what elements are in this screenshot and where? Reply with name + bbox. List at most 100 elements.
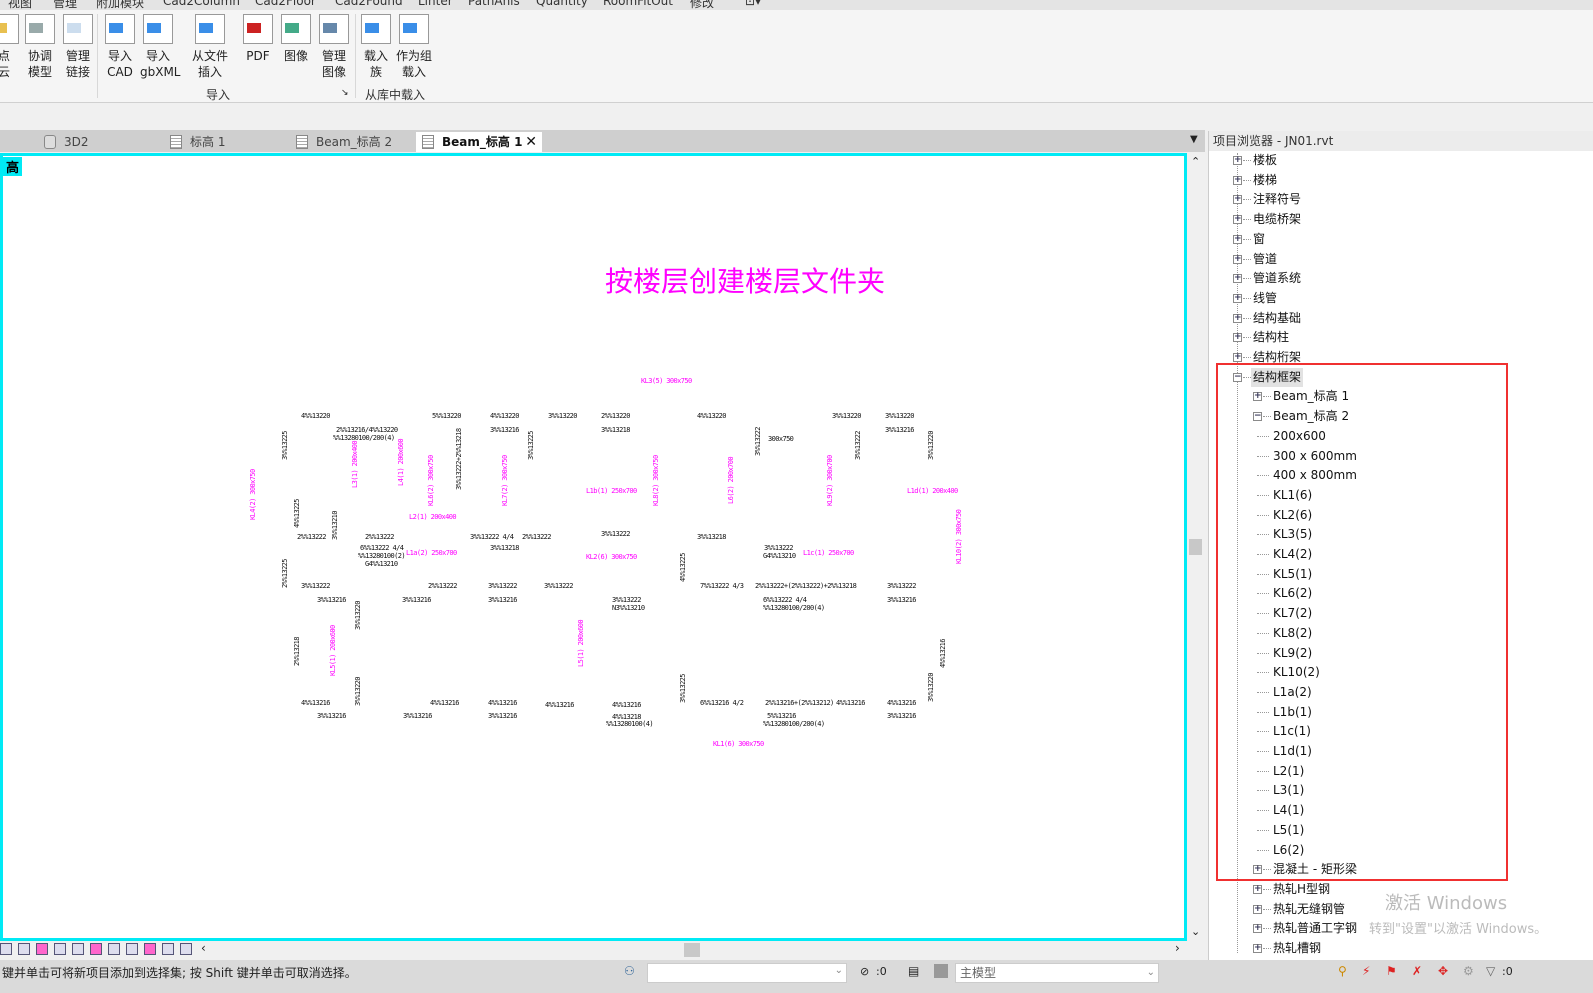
tree-item[interactable]: L1a(2) (1209, 683, 1589, 702)
menu-item[interactable]: Cad2Floor (255, 0, 316, 8)
rebar-annotation[interactable]: 3%%13220 (832, 412, 862, 420)
tree-item[interactable]: +热轧普通工字钢 (1209, 919, 1589, 938)
beam-tag[interactable]: L5(1) 200x600 (577, 620, 585, 667)
rebar-annotation[interactable]: 6%%13222 4/4 (360, 544, 404, 552)
menu-item[interactable]: Cad2Found (335, 0, 403, 8)
expand-icon[interactable]: + (1253, 923, 1262, 934)
tree-item[interactable]: L1b(1) (1209, 703, 1589, 722)
rebar-annotation[interactable]: 4%%13216 (939, 639, 947, 668)
rebar-annotation[interactable]: 3%%13216 (403, 712, 433, 720)
rebar-annotation[interactable]: 6%%13222 4/4 (763, 596, 807, 604)
rebar-annotation[interactable]: 3%%13222 (754, 427, 762, 456)
menu-item[interactable]: 视图 (8, 0, 33, 10)
rebar-annotation[interactable]: 3%%13220 (354, 677, 362, 706)
expand-icon[interactable]: + (1253, 943, 1262, 953)
rebar-annotation[interactable]: 2%%13216+(2%%13212) (765, 699, 834, 707)
beam-tag[interactable]: KL10(2) 300x750 (955, 509, 963, 564)
design-options-icon[interactable]: ▤ (908, 964, 920, 978)
tab-dropdown-icon[interactable]: ▼ (1190, 134, 1198, 145)
tree-item[interactable]: L1c(1) (1209, 722, 1589, 741)
expand-icon[interactable]: + (1233, 214, 1242, 225)
rebar-annotation[interactable]: 4%%13216 (836, 699, 866, 707)
tree-item[interactable]: L5(1) (1209, 821, 1589, 840)
rebar-annotation[interactable]: 3%%13216 (488, 596, 518, 604)
rebar-annotation[interactable]: 4%%13220 (490, 412, 520, 420)
scroll-up-icon[interactable]: ⌃ (1191, 155, 1201, 168)
scroll-down-icon[interactable]: ⌄ (1191, 925, 1201, 938)
ribbon-button-load-as-group[interactable]: 作为组载入 (396, 14, 432, 80)
exclude-options-icon[interactable] (934, 964, 948, 978)
rebar-annotation[interactable]: 4%%13220 (697, 412, 727, 420)
expand-icon[interactable]: + (1233, 352, 1242, 362)
rebar-annotation[interactable]: 3%%13222 (854, 431, 862, 460)
tab-3d2[interactable]: 3D2 (38, 132, 158, 152)
rebar-annotation[interactable]: 3%%13220 (927, 431, 935, 460)
tree-item[interactable]: 200x600 (1209, 427, 1589, 446)
beam-tag[interactable]: L1c(1) 250x700 (803, 549, 854, 557)
tab-beam-level-2[interactable]: Beam_标高 2 (290, 132, 414, 152)
rebar-annotation[interactable]: 3%%13225 (281, 431, 289, 460)
rebar-annotation[interactable]: 3%%13218 (490, 544, 520, 552)
tree-item[interactable]: L1d(1) (1209, 742, 1589, 761)
beam-tag[interactable]: KL4(2) 300x750 (249, 469, 257, 520)
tree-item[interactable]: +注释符号 (1209, 190, 1589, 209)
rebar-annotation[interactable]: N3%%13210 (612, 604, 645, 612)
rebar-annotation[interactable]: 2%%13216/4%%13220 (336, 426, 398, 434)
expand-icon[interactable]: + (1233, 312, 1242, 323)
scroll-right-icon[interactable]: › (1175, 941, 1180, 955)
beam-tag[interactable]: L1a(2) 250x700 (406, 549, 457, 557)
ribbon-button-load-family[interactable]: 载入族 (358, 14, 394, 80)
rebar-annotation[interactable]: 3%%13216 (317, 712, 347, 720)
ribbon-button-coordination-model[interactable]: 协调模型 (22, 14, 58, 80)
tree-item[interactable]: KL1(6) (1209, 486, 1589, 505)
beam-tag[interactable]: KL9(2) 300x700 (826, 455, 834, 506)
highlight-displacement-icon[interactable] (180, 943, 192, 955)
tree-item[interactable]: +热轧无缝钢管 (1209, 900, 1589, 919)
expand-icon[interactable]: + (1233, 233, 1242, 244)
tree-item[interactable]: 400 x 800mm (1209, 466, 1589, 485)
shadows-icon[interactable] (72, 943, 84, 955)
expand-icon[interactable]: + (1233, 253, 1242, 264)
beam-tag[interactable]: L4(1) 200x600 (397, 439, 405, 486)
beam-tag[interactable]: KL3(5) 300x750 (641, 377, 692, 385)
rebar-annotation[interactable]: 3%%13216 (488, 712, 518, 720)
menu-item[interactable]: Linter (418, 0, 453, 8)
tree-item[interactable]: +结构基础 (1209, 309, 1589, 328)
beam-tag[interactable]: KL6(2) 300x750 (427, 455, 435, 506)
tree-item[interactable]: +电缆桥架 (1209, 210, 1589, 229)
rebar-annotation[interactable]: 4%%13218 (612, 713, 642, 721)
rebar-annotation[interactable]: %%13280100/200(4) (763, 604, 825, 612)
beam-tag[interactable]: L6(2) 200x700 (727, 457, 735, 504)
rebar-annotation[interactable]: 2%%13225 (281, 559, 289, 588)
rebar-annotation[interactable]: 3%%13222 (544, 582, 574, 590)
select-underlay-icon[interactable]: ⚡ (1362, 964, 1371, 978)
rebar-annotation[interactable]: 300x750 (768, 435, 794, 443)
tab-beam-level-1[interactable]: Beam_标高 1✕ (416, 132, 542, 152)
rebar-annotation[interactable]: 5%%13216 (767, 712, 797, 720)
filter-icon[interactable]: ▽ (1486, 964, 1496, 978)
menu-item[interactable]: 附加模块 (96, 0, 145, 10)
tree-item[interactable]: 300 x 600mm (1209, 447, 1589, 466)
tree-item[interactable]: L4(1) (1209, 801, 1589, 820)
rebar-annotation[interactable]: 3%%13222 (488, 582, 518, 590)
show-crop-icon[interactable] (108, 943, 120, 955)
beam-tag[interactable]: L1d(1) 200x400 (907, 487, 958, 495)
tree-item[interactable]: +结构桁架 (1209, 348, 1589, 367)
rebar-annotation[interactable]: 4%%13216 (488, 699, 518, 707)
horizontal-scroll-thumb[interactable] (684, 943, 700, 957)
worksets-icon[interactable]: ⚇ (624, 964, 635, 978)
ribbon-button-insert-from-file[interactable]: 从文件插入 (192, 14, 228, 80)
collapse-icon[interactable]: − (1253, 411, 1262, 422)
beam-tag[interactable]: KL8(2) 300x750 (652, 455, 660, 506)
rebar-annotation[interactable]: 4%%13220 (301, 412, 331, 420)
tree-item[interactable]: KL3(5) (1209, 525, 1589, 544)
tree-item[interactable]: KL8(2) (1209, 624, 1589, 643)
expand-icon[interactable]: + (1233, 292, 1242, 303)
rebar-annotation[interactable]: 2%%13220 (601, 412, 631, 420)
ribbon-button-image[interactable]: 图像 (278, 14, 314, 64)
menu-item[interactable]: 修改 (690, 0, 715, 10)
tree-item[interactable]: +热轧槽钢 (1209, 939, 1589, 958)
